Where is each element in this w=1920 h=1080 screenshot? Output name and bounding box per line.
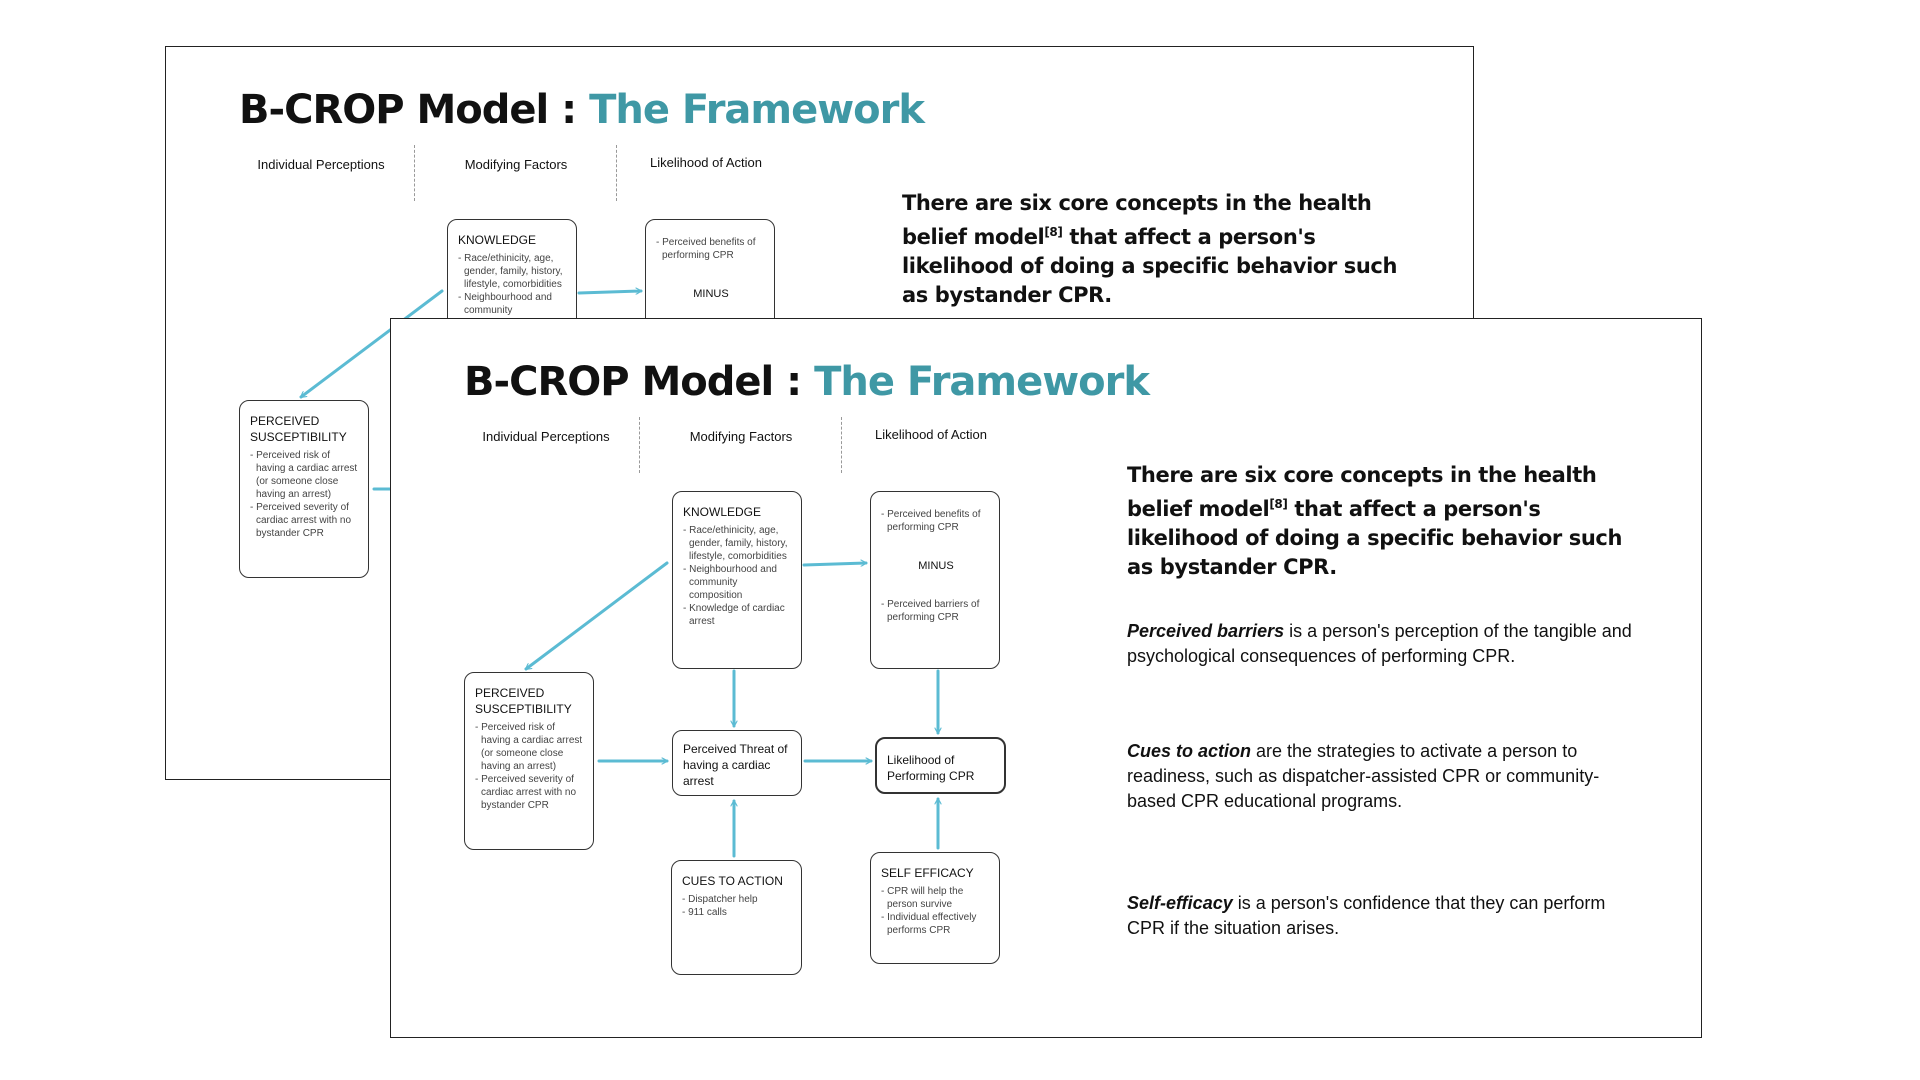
arrow-knowledge-to-benefits bbox=[577, 291, 641, 293]
arrow-knowledge-to-susceptibility bbox=[524, 561, 669, 671]
paragraph-cues-to-action: Cues to action are the strategies to act… bbox=[1127, 739, 1647, 814]
title-accent: The Framework bbox=[589, 87, 925, 133]
knowledge-title: KNOWLEDGE bbox=[683, 505, 762, 519]
perceived-susceptibility-box: PERCEIVED SUSCEPTIBILITY Perceived risk … bbox=[464, 672, 594, 850]
self-efficacy-title: SELF EFFICACY bbox=[881, 866, 974, 880]
definition: are the strategies to activate a person … bbox=[1127, 741, 1600, 811]
definition: is a person's confidence that they can p… bbox=[1127, 893, 1606, 938]
knowledge-box: KNOWLEDGE Race/ethinicity, age, gender, … bbox=[672, 491, 802, 669]
column-heading-likelihood-of-action: Likelihood of Action bbox=[649, 155, 763, 170]
susceptibility-title: PERCEIVED SUSCEPTIBILITY bbox=[475, 686, 572, 716]
column-heading-modifying-factors: Modifying Factors bbox=[464, 157, 568, 172]
threat-title: Perceived Threat of having a cardiac arr… bbox=[683, 742, 788, 788]
list-item: 911 calls bbox=[682, 906, 793, 919]
column-heading-likelihood-of-action: Likelihood of Action bbox=[874, 427, 988, 442]
column-heading-individual-perceptions: Individual Perceptions bbox=[257, 157, 385, 172]
term: Cues to action bbox=[1127, 741, 1252, 761]
list-item: CPR will help the person survive bbox=[881, 885, 991, 911]
list-item: Individual effectively performs CPR bbox=[881, 911, 991, 937]
title-main: B-CROP Model : bbox=[464, 359, 815, 405]
susceptibility-title: PERCEIVED SUSCEPTIBILITY bbox=[250, 414, 347, 444]
perceived-susceptibility-box: PERCEIVED SUSCEPTIBILITY Perceived risk … bbox=[239, 400, 369, 578]
slide-title: B-CROP Model : The Framework bbox=[464, 359, 1150, 405]
cues-list: Dispatcher help 911 calls bbox=[682, 893, 793, 919]
paragraph-perceived-barriers: Perceived barriers is a person's percept… bbox=[1127, 619, 1647, 669]
self-efficacy-box: SELF EFFICACY CPR will help the person s… bbox=[870, 852, 1000, 964]
citation-ref: [8] bbox=[1044, 225, 1063, 239]
column-heading-modifying-factors: Modifying Factors bbox=[689, 429, 793, 444]
perceived-threat-box: Perceived Threat of having a cardiac arr… bbox=[672, 730, 802, 796]
list-item: Perceived risk of having a cardiac arres… bbox=[250, 449, 360, 501]
barriers-list: Perceived barriers of performing CPR bbox=[881, 598, 991, 624]
list-item: Race/ethinicity, age, gender, family, hi… bbox=[683, 524, 793, 563]
term: Self-efficacy bbox=[1127, 893, 1233, 913]
list-item: Perceived benefits of performing CPR bbox=[881, 508, 991, 534]
title-main: B-CROP Model : bbox=[239, 87, 590, 133]
column-divider bbox=[841, 417, 842, 473]
intro-part1: There are six core concepts in the healt… bbox=[1127, 463, 1597, 521]
list-item: Neighbourhood and community composition bbox=[683, 563, 793, 602]
slide-title: B-CROP Model : The Framework bbox=[239, 87, 925, 133]
minus-label: MINUS bbox=[693, 288, 729, 300]
likelihood-box: Likelihood of Performing CPR bbox=[875, 737, 1006, 794]
list-item: Perceived barriers of performing CPR bbox=[881, 598, 991, 624]
term: Perceived barriers bbox=[1127, 621, 1285, 641]
list-item: Dispatcher help bbox=[682, 893, 793, 906]
column-heading-individual-perceptions: Individual Perceptions bbox=[482, 429, 610, 444]
column-divider bbox=[414, 145, 415, 201]
intro-statement: There are six core concepts in the healt… bbox=[902, 189, 1422, 310]
list-item: Perceived risk of having a cardiac arres… bbox=[475, 721, 585, 773]
slide-front: B-CROP Model : The Framework Individual … bbox=[390, 318, 1702, 1038]
intro-part2: that affect a person's likelihood of doi… bbox=[1127, 497, 1623, 579]
likelihood-title: Likelihood of Performing CPR bbox=[887, 753, 975, 783]
intro-part1: There are six core concepts in the healt… bbox=[902, 191, 1372, 249]
susceptibility-list: Perceived risk of having a cardiac arres… bbox=[250, 449, 360, 540]
citation-ref: [8] bbox=[1269, 497, 1288, 511]
cues-title: CUES TO ACTION bbox=[682, 874, 783, 888]
paragraph-self-efficacy: Self-efficacy is a person's confidence t… bbox=[1127, 891, 1647, 941]
benefits-list: Perceived benefits of performing CPR bbox=[881, 508, 991, 534]
self-efficacy-list: CPR will help the person survive Individ… bbox=[881, 885, 991, 937]
list-item: Perceived benefits of performing CPR bbox=[656, 236, 766, 262]
benefits-list: Perceived benefits of performing CPR bbox=[656, 236, 766, 262]
arrow-knowledge-to-benefits bbox=[802, 563, 866, 565]
list-item: Knowledge of cardiac arrest bbox=[683, 602, 793, 628]
intro-statement: There are six core concepts in the healt… bbox=[1127, 461, 1647, 582]
intro-part2: that affect a person's likelihood of doi… bbox=[902, 225, 1398, 307]
list-item: Perceived severity of cardiac arrest wit… bbox=[250, 501, 360, 540]
definition: is a person's perception of the tangible… bbox=[1127, 621, 1632, 666]
title-accent: The Framework bbox=[814, 359, 1150, 405]
list-item: Perceived severity of cardiac arrest wit… bbox=[475, 773, 585, 812]
minus-label: MINUS bbox=[918, 560, 954, 572]
column-divider bbox=[616, 145, 617, 201]
cues-to-action-box: CUES TO ACTION Dispatcher help 911 calls bbox=[671, 860, 802, 975]
knowledge-list: Race/ethinicity, age, gender, family, hi… bbox=[683, 524, 793, 628]
susceptibility-list: Perceived risk of having a cardiac arres… bbox=[475, 721, 585, 812]
knowledge-title: KNOWLEDGE bbox=[458, 233, 537, 247]
column-divider bbox=[639, 417, 640, 473]
benefits-barriers-box: Perceived benefits of performing CPR MIN… bbox=[870, 491, 1000, 669]
list-item: Race/ethinicity, age, gender, family, hi… bbox=[458, 252, 568, 291]
